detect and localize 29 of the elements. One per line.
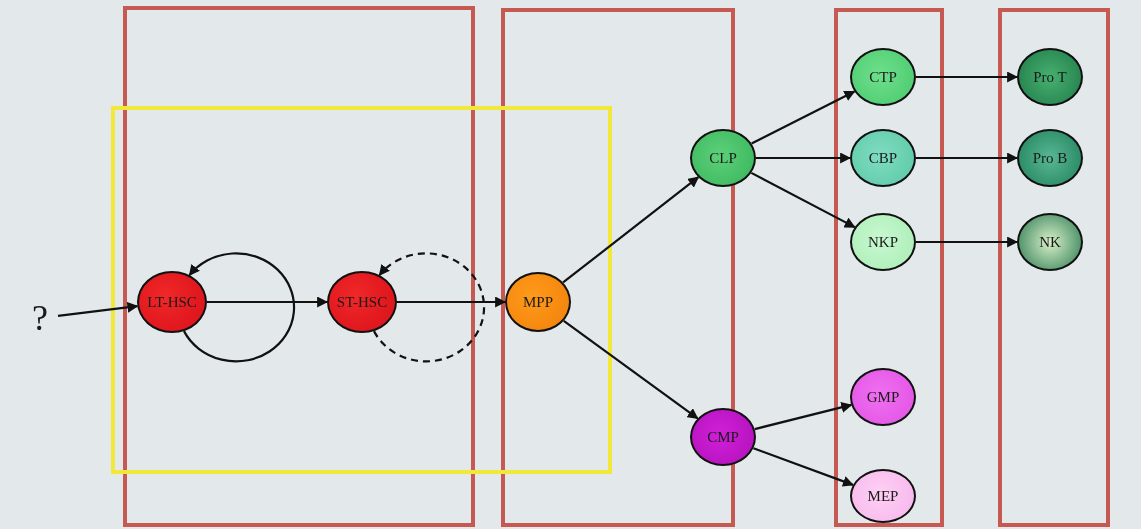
arrow (397, 296, 507, 308)
cell-ellipse: MEP (850, 469, 916, 523)
arrow (751, 90, 856, 145)
cell-ellipse: CLP (690, 129, 756, 187)
arrow (916, 71, 1019, 83)
arrow (183, 252, 296, 363)
arrow (373, 252, 486, 363)
cell-ellipse: ST-HSC (327, 271, 397, 333)
cell-ellipse: NKP (850, 213, 916, 271)
arrow (750, 171, 856, 229)
cell-ellipse: NK (1017, 213, 1083, 271)
cell-ellipse: GMP (850, 368, 916, 426)
arrow (563, 319, 699, 420)
arrow (756, 152, 852, 164)
cell-ellipse: MPP (505, 272, 571, 332)
question-mark: ? (22, 292, 58, 344)
cell-ellipse: Pro B (1017, 129, 1083, 187)
arrow (57, 301, 139, 317)
arrow (753, 447, 854, 487)
cell-ellipse: CBP (850, 129, 916, 187)
arrow (207, 296, 329, 308)
cell-ellipse: Pro T (1017, 48, 1083, 106)
arrow (916, 152, 1019, 164)
arrow (916, 236, 1019, 248)
cell-ellipse: CTP (850, 48, 916, 106)
cell-ellipse: LT-HSC (137, 271, 207, 333)
cell-ellipse: CMP (690, 408, 756, 466)
arrow (562, 176, 700, 284)
arrow (754, 402, 853, 431)
